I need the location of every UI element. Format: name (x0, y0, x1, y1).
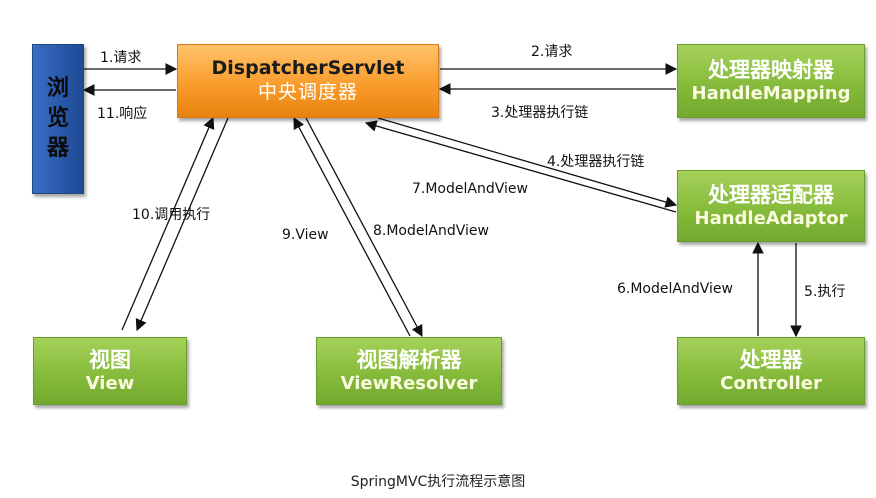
arrow-10-invoke (135, 117, 229, 332)
browser-label: 浏览器 (46, 76, 69, 161)
handler-mapping-node: 处理器映射器 HandleMapping (677, 44, 865, 118)
arrow-8-model-and-view (305, 117, 423, 338)
edge-label-9: 9.View (282, 227, 329, 243)
handler-adaptor-node: 处理器适配器 HandleAdaptor (677, 170, 865, 242)
edge-label-2: 2.请求 (531, 44, 573, 60)
view-resolver-node: 视图解析器 ViewResolver (316, 337, 502, 405)
arrow-10-invoke-return (121, 116, 215, 331)
view-zh: 视图 (89, 347, 131, 372)
arrow-9-view (293, 116, 411, 337)
edge-label-5: 5.执行 (804, 284, 846, 300)
controller-en: Controller (720, 372, 822, 394)
view-en: View (85, 372, 135, 394)
handler-mapping-zh: 处理器映射器 (708, 57, 834, 82)
edge-label-1: 1.请求 (100, 50, 142, 66)
edge-label-10: 10.调用执行 (132, 207, 211, 223)
edge-label-6: 6.ModelAndView (617, 281, 733, 297)
edge-label-7: 7.ModelAndView (412, 181, 528, 197)
handler-adaptor-en: HandleAdaptor (694, 207, 848, 229)
view-node: 视图 View (33, 337, 187, 405)
edge-label-11: 11.响应 (97, 106, 148, 122)
edge-label-8: 8.ModelAndView (373, 223, 489, 239)
dispatcher-servlet-node: DispatcherServlet 中央调度器 (177, 44, 439, 118)
controller-node: 处理器 Controller (677, 337, 865, 405)
edge-label-3: 3.处理器执行链 (491, 105, 589, 121)
handler-adaptor-zh: 处理器适配器 (708, 182, 834, 207)
view-resolver-zh: 视图解析器 (356, 347, 462, 372)
browser-node: 浏览器 (32, 44, 84, 194)
edge-label-4: 4.处理器执行链 (547, 154, 645, 170)
dispatcher-subtitle: 中央调度器 (257, 81, 358, 103)
controller-zh: 处理器 (739, 347, 803, 372)
diagram-caption: SpringMVC执行流程示意图 (350, 474, 526, 490)
view-resolver-en: ViewResolver (340, 372, 478, 394)
dispatcher-title: DispatcherServlet (211, 57, 405, 80)
arrow-7-model-and-view (364, 120, 677, 213)
handler-mapping-en: HandleMapping (691, 82, 851, 104)
arrow-4-handler-chain (377, 117, 678, 208)
